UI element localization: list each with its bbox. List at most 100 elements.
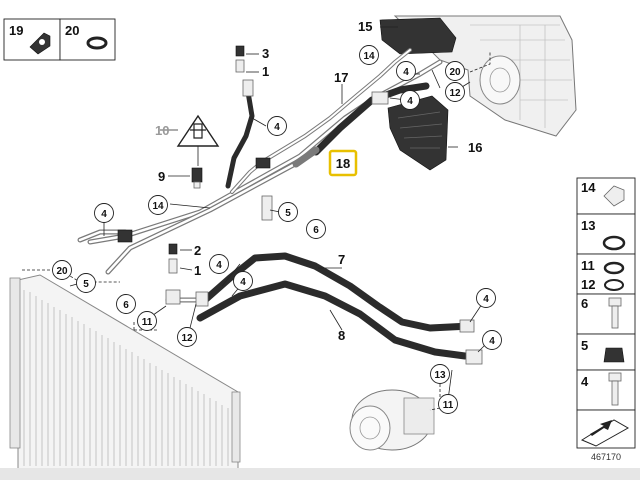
svg-text:5: 5 <box>83 279 89 290</box>
svg-text:13: 13 <box>434 370 446 381</box>
callout-circle-4-top: 4 <box>396 61 416 81</box>
pipe-part-17 <box>230 48 412 194</box>
callout-circle-6-left: 6 <box>116 294 136 314</box>
svg-text:4: 4 <box>274 122 280 133</box>
pipe-left-branch <box>77 229 128 243</box>
callout-15: 15 <box>358 19 372 34</box>
cap-3-upper <box>235 45 245 57</box>
callout-17: 17 <box>334 70 348 85</box>
svg-text:4: 4 <box>216 260 222 271</box>
callout-circle-14-lower: 14 <box>148 195 168 215</box>
legend-label-5: 5 <box>581 338 588 353</box>
callout-circle-4-right-a: 4 <box>476 288 496 308</box>
fitting-right-lower <box>465 349 483 365</box>
callout-10: 10 <box>155 123 169 138</box>
callout-1-lower: 1 <box>194 263 201 278</box>
valve-1-lower <box>168 258 178 274</box>
callout-7: 7 <box>338 252 345 267</box>
legend-label-11: 11 <box>581 258 595 273</box>
svg-text:4: 4 <box>240 277 246 288</box>
callout-circle-11-lower: 11 <box>438 394 458 414</box>
legend-label-19: 19 <box>9 23 23 38</box>
callout-circle-12-lower: 12 <box>177 327 197 347</box>
bolt-shank <box>611 380 619 406</box>
legend-top: 19 20 <box>3 18 116 61</box>
callout-circle-6-mid: 6 <box>306 219 326 239</box>
legend-label-13: 13 <box>581 218 595 233</box>
valve-1-upper <box>235 59 245 73</box>
legend-label-12: 12 <box>581 277 595 292</box>
callout-circle-12-top: 12 <box>445 82 465 102</box>
callout-circle-5-mid: 5 <box>278 202 298 222</box>
hose-part-8 <box>196 280 469 360</box>
svg-text:11: 11 <box>142 317 153 328</box>
callout-circle-4-lower-b: 4 <box>233 271 253 291</box>
compressor <box>349 389 435 451</box>
screw-head-part-icon <box>608 297 622 307</box>
seal-ring-small-part-icon <box>604 279 624 291</box>
legend-right: 14 13 11 12 6 5 4 <box>576 177 636 449</box>
callout-circle-13: 13 <box>430 364 450 384</box>
callout-circle-14-upper: 14 <box>359 45 379 65</box>
svg-text:11: 11 <box>443 400 454 411</box>
callouts: 15 16 17 3 1 9 10 2 1 7 8 18 14 4 20 12 <box>52 19 502 414</box>
arrow-icon <box>590 420 612 436</box>
fitting-left <box>117 229 133 243</box>
fitting-12-lower <box>195 291 209 307</box>
legend-label-14: 14 <box>581 180 596 195</box>
svg-text:4: 4 <box>489 336 495 347</box>
clip-part-icon <box>603 185 625 207</box>
legend-label-20: 20 <box>65 23 79 38</box>
fitting-right-upper <box>459 319 475 333</box>
diagram-id: 467170 <box>591 452 621 462</box>
pressure-sensor-part-9 <box>191 167 203 183</box>
callout-circle-4-hose: 4 <box>267 116 287 136</box>
callout-circle-5-left: 5 <box>76 273 96 293</box>
svg-text:14: 14 <box>363 51 375 62</box>
fitting-upper <box>371 91 389 105</box>
bracket-hole <box>39 39 45 45</box>
bolt-head-part-icon <box>608 372 622 382</box>
svg-text:6: 6 <box>123 300 129 311</box>
callout-1-upper: 1 <box>262 64 269 79</box>
callout-circle-20-left: 20 <box>52 260 72 280</box>
legend-label-4: 4 <box>581 374 589 389</box>
rubber-mount-part-icon <box>603 347 625 363</box>
part-15-cover <box>379 17 457 55</box>
pipe-upper <box>87 59 443 245</box>
callout-18: 18 <box>336 156 350 171</box>
callout-circle-20-top: 20 <box>445 61 465 81</box>
screw-shank <box>611 305 619 329</box>
seal-ring-part-icon <box>603 261 625 275</box>
svg-text:4: 4 <box>483 294 489 305</box>
callout-3: 3 <box>262 46 269 61</box>
grommet-part-icon <box>86 36 108 50</box>
svg-text:6: 6 <box>313 225 319 236</box>
callout-8: 8 <box>338 328 345 343</box>
svg-text:4: 4 <box>403 67 409 78</box>
fitting-lower-left <box>165 289 181 305</box>
cap-2-lower <box>168 243 178 255</box>
callout-circle-4-lower-a: 4 <box>209 254 229 274</box>
plug-icon <box>190 123 206 139</box>
bracket-5-mid <box>261 195 273 221</box>
warning-triangle-icon <box>176 114 220 147</box>
callout-circle-4-upper-mid: 4 <box>400 90 420 110</box>
fitting-mid <box>255 157 271 169</box>
svg-text:14: 14 <box>152 201 164 212</box>
svg-text:12: 12 <box>181 333 193 344</box>
callout-16: 16 <box>468 140 482 155</box>
callout-circle-4-right-b: 4 <box>482 330 502 350</box>
svg-text:4: 4 <box>407 96 413 107</box>
callout-circle-4-left: 4 <box>94 203 114 223</box>
hose-upper-left <box>225 79 255 189</box>
callout-2: 2 <box>194 243 201 258</box>
hose-part-7 <box>201 252 474 332</box>
footer-bar <box>0 468 640 480</box>
o-ring-part-icon <box>602 235 626 251</box>
svg-text:4: 4 <box>101 209 107 220</box>
svg-text:20: 20 <box>449 67 461 78</box>
svg-text:12: 12 <box>449 88 461 99</box>
